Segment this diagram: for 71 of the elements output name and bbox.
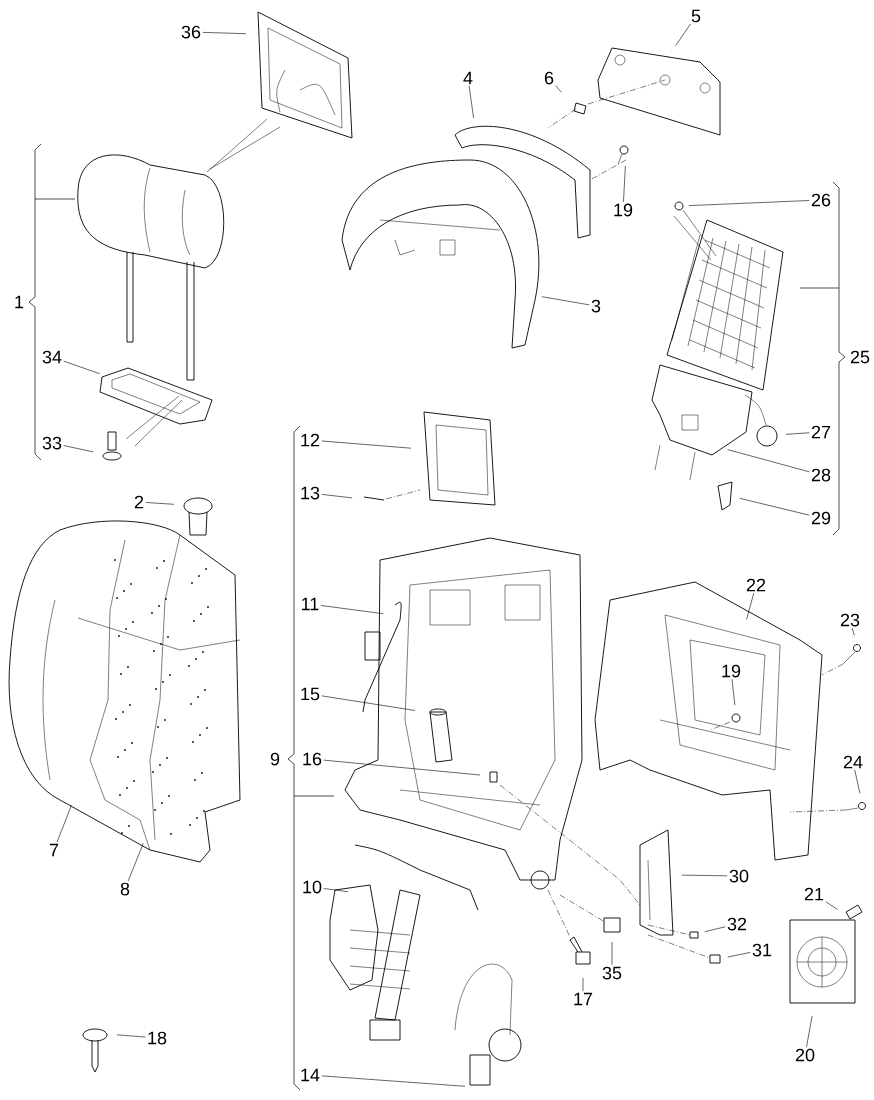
callout-number: 6 [544,71,554,85]
leader-line [623,165,626,203]
callout-number: 35 [602,966,622,980]
callout-number: 16 [303,752,322,766]
leader-line [727,449,810,473]
callout-number: 33 [42,436,62,450]
callout-number: 3 [591,299,601,313]
callout-number: 4 [463,71,473,85]
callout-number: 26 [811,193,831,207]
leader-line [825,901,838,910]
callout-number: 17 [574,992,593,1006]
group-number: 9 [270,752,280,766]
callout-number: 11 [302,597,319,611]
leader-line [63,445,94,453]
leader-line [611,941,613,966]
callout-number: 30 [729,869,749,883]
callout-number: 32 [727,917,747,931]
leader-line [468,85,474,119]
leader-line [321,695,416,711]
callout-number: 27 [811,425,831,439]
leader-line [806,1015,813,1048]
leader-line [582,977,584,992]
leader-line [323,759,481,776]
callout-number: 20 [795,1048,815,1062]
leader-line [675,23,691,46]
callout-number: 21 [804,887,824,901]
leader-line [321,1075,466,1087]
leader-line [145,502,175,505]
leader-line [854,769,861,794]
leader-line [116,1034,146,1038]
callout-number: 8 [120,882,130,896]
callout-number: 10 [303,880,322,894]
leader-line [541,296,590,306]
leader-line [202,32,247,34]
leader-line [321,494,353,499]
callout-number: 29 [811,511,831,525]
callout-number: 23 [840,613,860,627]
leader-line [321,440,412,449]
callout-number: 13 [301,486,320,500]
leader-line [746,592,755,620]
callout-number: 19 [722,664,741,678]
callout-number: 28 [811,468,831,482]
leader-line [320,605,384,614]
leader-line [63,360,100,374]
leader-line [688,200,810,206]
callout-number: 22 [746,578,766,592]
callout-number: 31 [752,943,772,957]
callout-number: 2 [134,495,144,509]
callout-number: 12 [301,433,320,447]
callout-number: 34 [42,350,62,364]
group-number: 1 [15,295,24,309]
leader-line [739,498,810,516]
leader-line [785,432,810,435]
callout-number: 24 [843,755,863,769]
leader-line [851,627,855,636]
callout-number: 5 [691,9,701,23]
callout-number: 18 [148,1031,167,1045]
leader-line [704,926,726,932]
callout-number: 15 [301,687,320,701]
leader-line [555,85,562,93]
group-number: 25 [850,350,870,364]
callout-number: 14 [301,1068,320,1082]
leader-line [681,874,728,877]
callout-number: 19 [614,203,633,217]
leader-line [56,805,72,843]
leader-line [127,843,144,882]
leader-line [731,678,736,706]
callout-number: 36 [181,25,201,39]
leader-line [323,888,349,892]
callout-number: 7 [49,843,59,857]
leader-line [727,952,751,958]
